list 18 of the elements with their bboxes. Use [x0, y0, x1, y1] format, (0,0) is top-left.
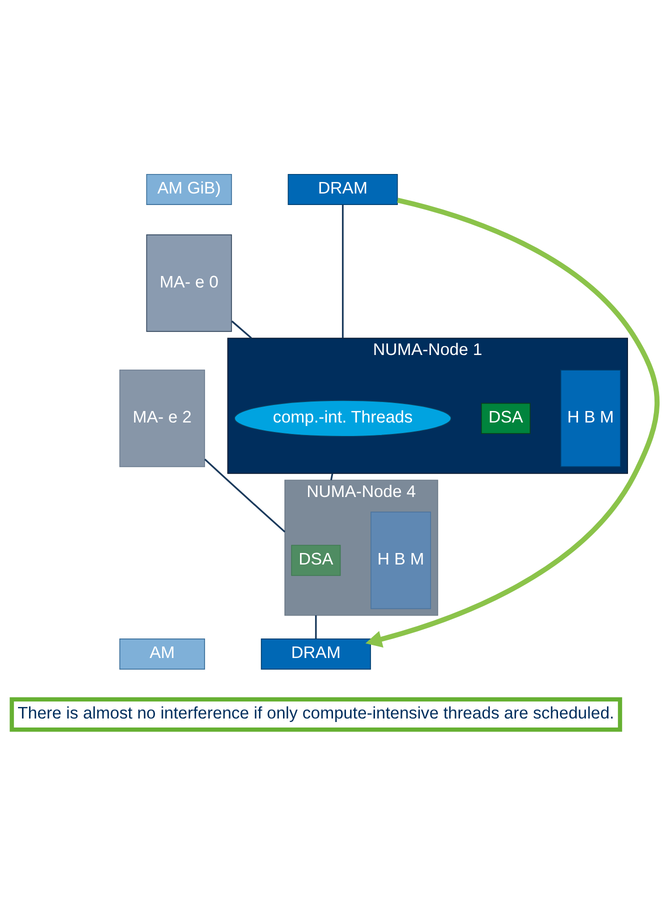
node-box: AM GiB) — [146, 173, 232, 205]
node-ellipse: comp.-int. Threads — [234, 399, 452, 436]
node-box: DSA — [481, 402, 531, 434]
connector — [330, 472, 334, 480]
node-box: DRAM — [260, 638, 371, 670]
node-box: MA- e 2 — [119, 369, 206, 467]
node-box: AM — [119, 638, 206, 670]
arrow — [365, 197, 660, 648]
node-box: H B M — [370, 511, 431, 609]
node-box: H B M — [560, 369, 621, 467]
connector — [204, 458, 286, 532]
node-box: MA- e 0 — [146, 234, 232, 332]
connector — [315, 614, 317, 638]
node-box: DSA — [291, 544, 341, 576]
connector — [231, 320, 252, 338]
node-box: DRAM — [288, 173, 398, 205]
node-box: There is almost no interference if only compute-intensive threads are scheduled. — [10, 696, 622, 732]
connector — [342, 204, 344, 338]
